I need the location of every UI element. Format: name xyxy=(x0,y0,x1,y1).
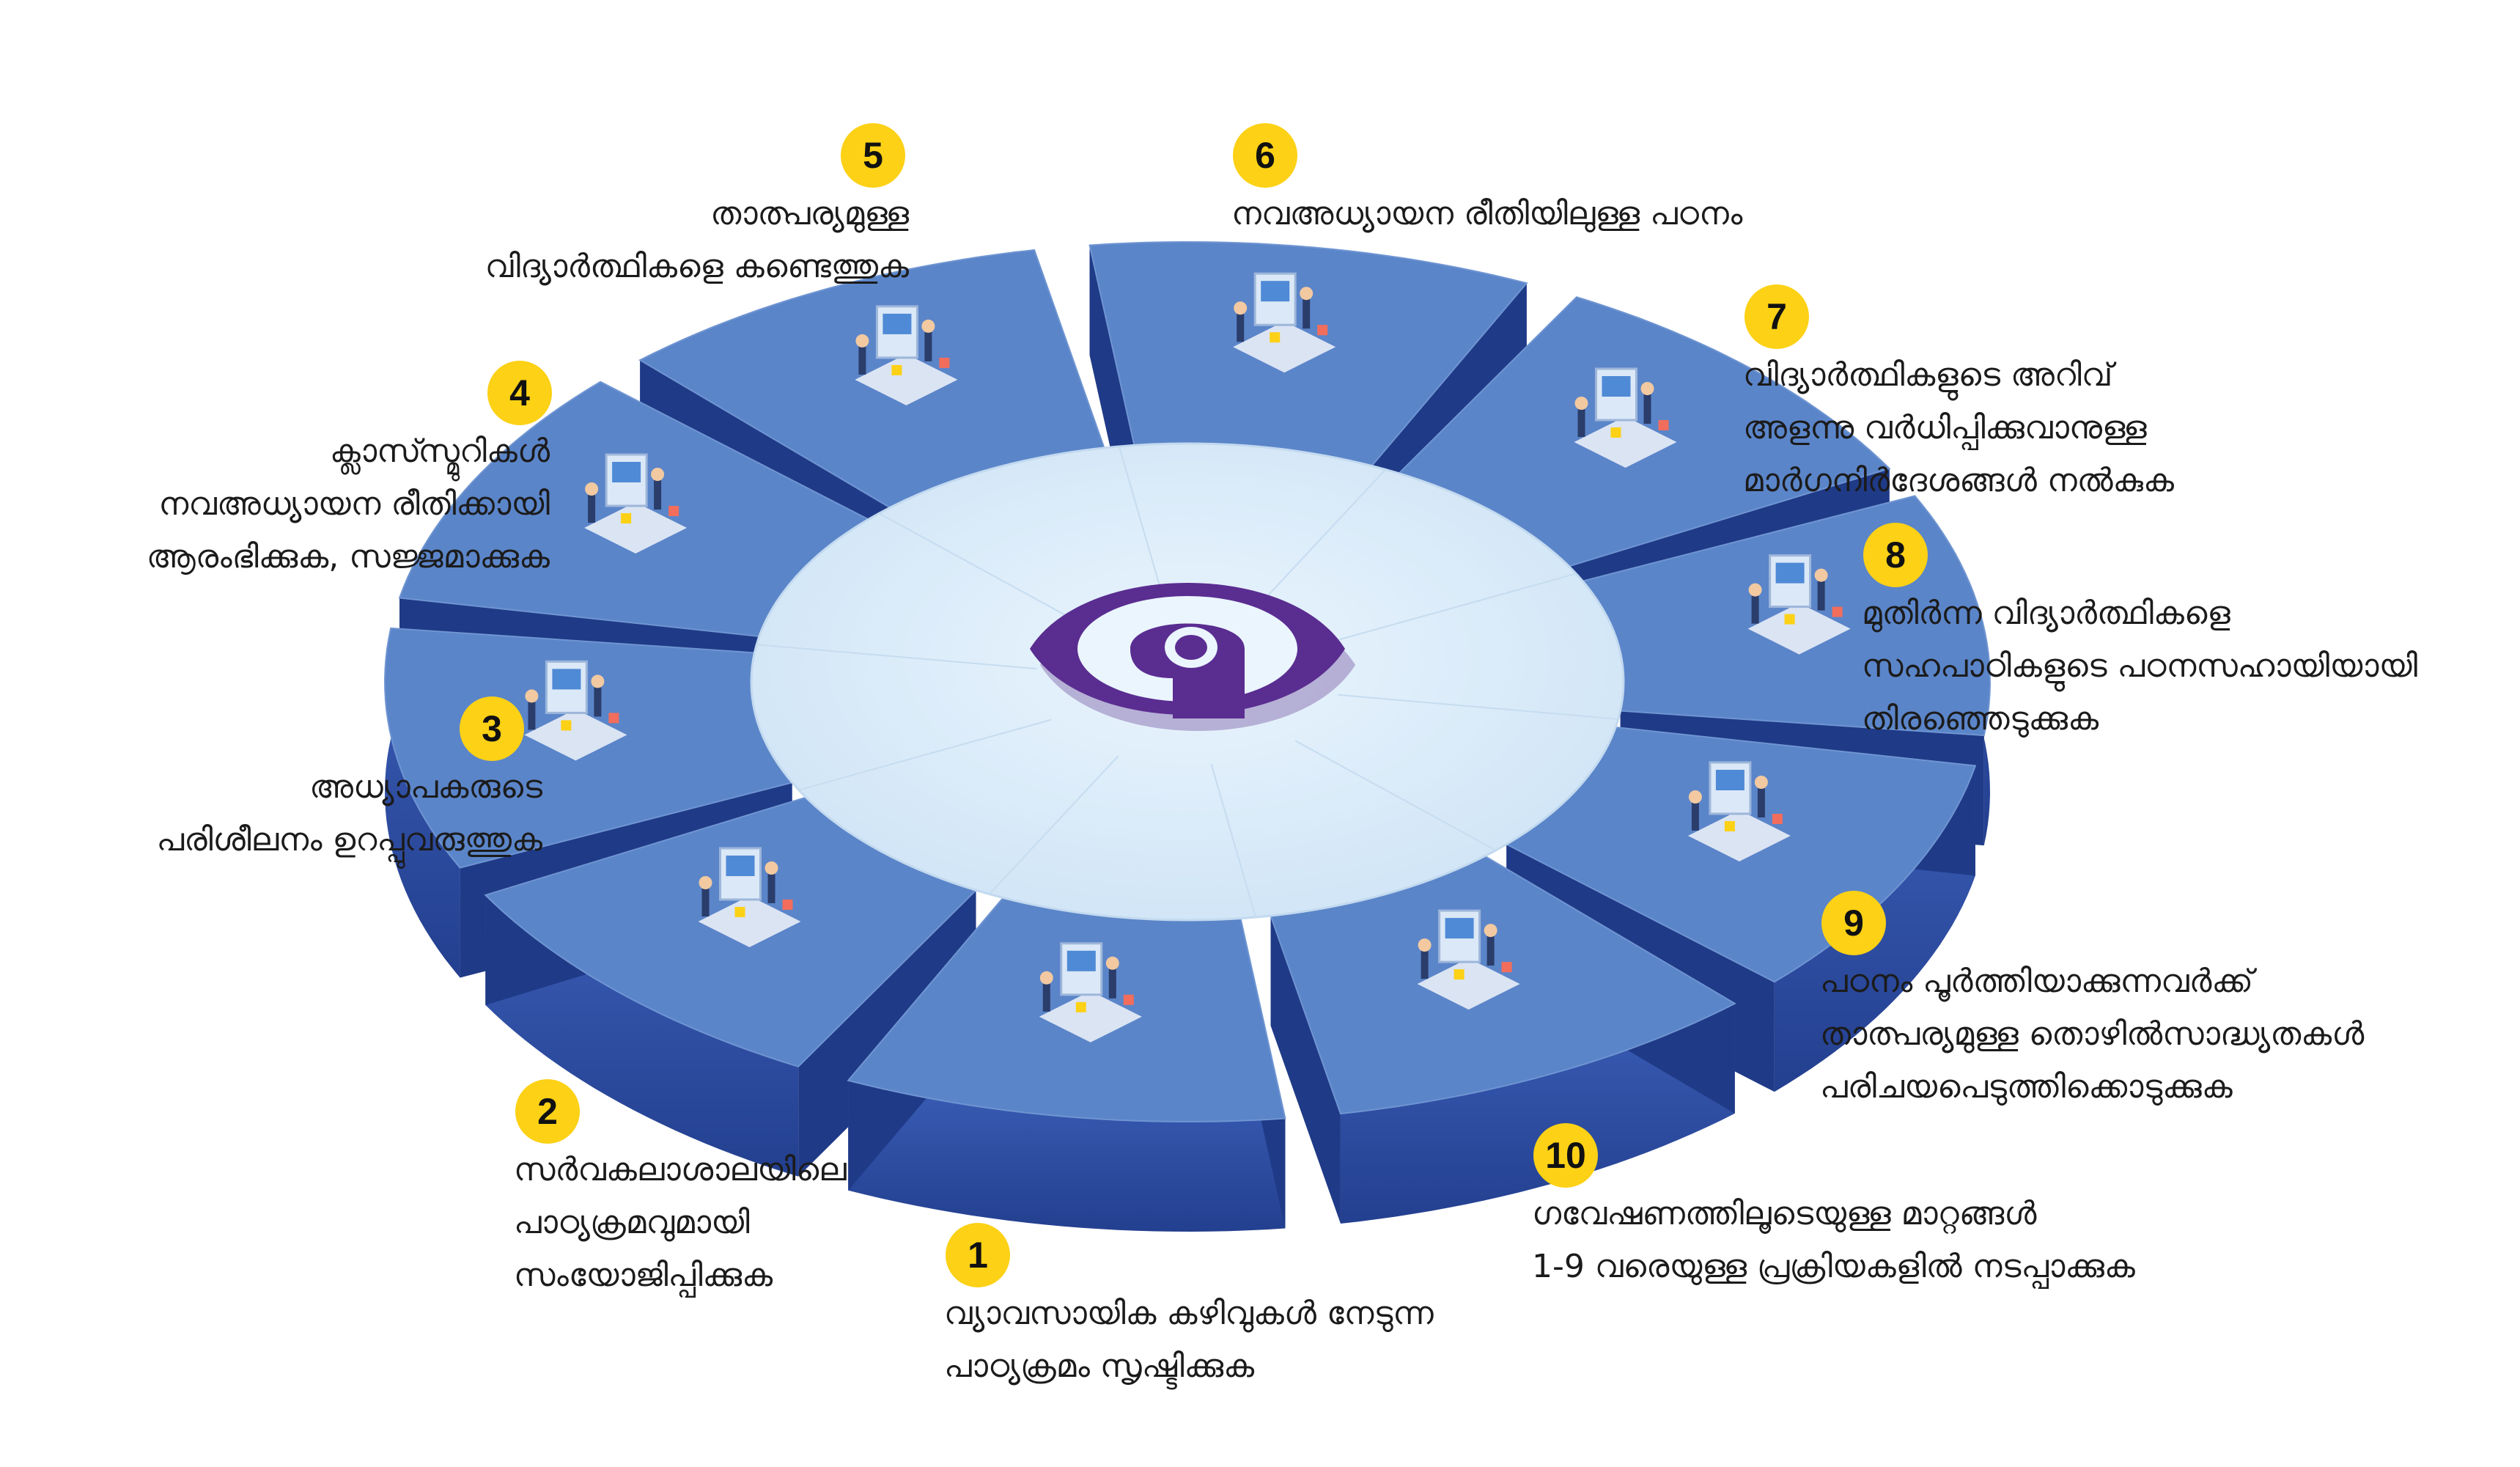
step-6-badge: 6 xyxy=(1233,123,1297,188)
ring-segment-side-10 xyxy=(1340,1003,1735,1224)
disc-radial-line xyxy=(1294,740,1497,851)
step-8-badge: 8 xyxy=(1863,523,1928,587)
segment-illustration-9 xyxy=(1687,761,1791,861)
segment-illustrations xyxy=(524,272,1851,1043)
disc-radial-line xyxy=(756,644,1037,670)
disc-radial-line xyxy=(1338,694,1618,720)
step-3-label: അധ്യാപകരുടെ പരിശീലനം ഉറപ്പുവരുത്തുക xyxy=(156,768,543,858)
segment-illustration-10 xyxy=(1417,909,1520,1010)
step-7-label: വിദ്യാർത്ഥികളുടെ അറിവ് അളന്നു വർധിപ്പിക്… xyxy=(1743,356,2174,499)
step-5-badge: 5 xyxy=(841,123,905,188)
segment-illustration-7 xyxy=(1574,367,1677,468)
disc-radial-line xyxy=(1118,446,1165,600)
disc-radial-lines xyxy=(756,446,1618,918)
ring-segment-side-1 xyxy=(848,1080,1286,1232)
segment-illustration-5 xyxy=(855,305,958,405)
disc-radial-line xyxy=(878,512,1080,624)
step-8-label: മുതിർന്ന വിദ്യാർത്ഥികളെ സഹപാഠികളുടെ പഠനസ… xyxy=(1862,595,2418,738)
step-6-label: നവഅധ്യായന രീതിയിലുള്ള പഠനം xyxy=(1231,195,1743,232)
disc-radial-line xyxy=(798,718,1052,791)
ring-segment-side-3 xyxy=(385,628,460,978)
step-9-label: പഠനം പൂർത്തിയാക്കുന്നവർക്ക് താത്പര്യമുള്… xyxy=(1820,963,2365,1106)
step-10-label: ഗവേഷണത്തിലൂടെയുള്ള മാറ്റങ്ങൾ 1-9 വരെയുള്… xyxy=(1532,1195,2135,1285)
step-2-label: സർവകലാശാലയിലെ പാഠ്യക്രമവുമായി സംയോജിപ്പി… xyxy=(514,1151,847,1294)
disc-radial-line xyxy=(1210,764,1257,918)
segment-illustration-4 xyxy=(584,453,688,554)
disc-radial-line xyxy=(1323,573,1577,645)
step-3-badge: 3 xyxy=(460,696,524,761)
step-5-label: താത്പര്യമുള്ള വിദ്യാർത്ഥികളെ കണ്ടെത്തുക xyxy=(485,195,909,285)
step-2-badge: 2 xyxy=(515,1079,580,1144)
disc-radial-line xyxy=(989,755,1119,895)
step-7-badge: 7 xyxy=(1745,284,1809,349)
step-10-badge: 10 xyxy=(1533,1123,1598,1188)
step-9-badge: 9 xyxy=(1821,891,1886,955)
segment-illustration-3 xyxy=(524,660,627,761)
step-4-label: ക്ലാസ്സ്മുറികൾ നവഅധ്യായന രീതിക്കായി ആരംഭ… xyxy=(146,433,550,576)
ring-segment-end-10-2 xyxy=(1270,916,1341,1224)
segment-illustration-2 xyxy=(698,847,801,947)
step-4-badge: 4 xyxy=(487,361,552,425)
step-1-badge: 1 xyxy=(946,1223,1010,1287)
ring-segment-end-2-1 xyxy=(798,890,976,1177)
segment-illustration-8 xyxy=(1747,554,1851,655)
step-1-label: വ്യാവസായിക കഴിവുകൾ നേടുന്ന പാഠ്യക്രമം സൃ… xyxy=(944,1295,1434,1385)
segment-illustration-1 xyxy=(1039,942,1142,1043)
disc-radial-line xyxy=(1256,468,1386,609)
eye-logo-icon xyxy=(1030,583,1355,731)
segment-illustration-6 xyxy=(1233,272,1336,373)
